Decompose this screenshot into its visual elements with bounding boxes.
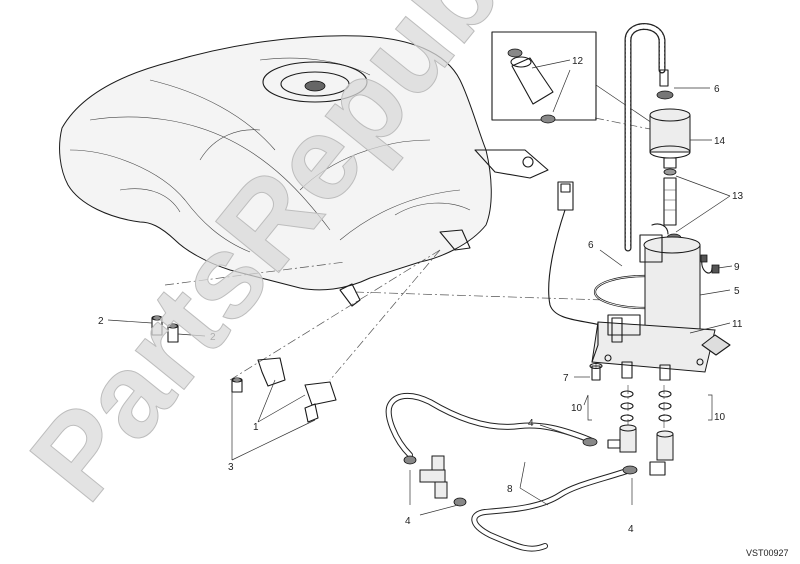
t-fitting-and-clamps bbox=[403, 437, 638, 507]
fasteners-left bbox=[151, 315, 337, 423]
o-rings-10 bbox=[620, 390, 672, 422]
watermark-text: PartsRepublik bbox=[6, 0, 608, 524]
callout-11: 11 bbox=[732, 319, 743, 330]
drawing-code: VST00927 bbox=[746, 548, 789, 558]
connector-13 bbox=[663, 168, 682, 243]
fuel-hoses bbox=[385, 392, 633, 552]
pump-fittings bbox=[607, 424, 674, 476]
screw-7 bbox=[589, 362, 603, 381]
callout-9: 9 bbox=[734, 262, 740, 273]
callout-10b: 10 bbox=[714, 412, 726, 423]
callout-6a: 6 bbox=[714, 84, 720, 95]
sensor-9 bbox=[700, 254, 720, 274]
fuel-filter bbox=[649, 90, 691, 169]
callout-8: 8 bbox=[507, 484, 513, 495]
callout-13: 13 bbox=[732, 191, 744, 202]
filter-inset bbox=[491, 31, 656, 126]
fuel-pump-assembly bbox=[591, 223, 731, 381]
fuel-tank bbox=[59, 35, 549, 307]
callout-6b: 6 bbox=[588, 240, 594, 251]
callout-5: 5 bbox=[734, 286, 740, 297]
callout-7: 7 bbox=[563, 373, 569, 384]
callout-2a: 2 bbox=[98, 316, 104, 327]
callout-4c: 4 bbox=[628, 524, 634, 535]
callout-10a: 10 bbox=[571, 403, 583, 414]
callout-4b: 4 bbox=[405, 516, 411, 527]
callout-14: 14 bbox=[714, 136, 726, 147]
callout-labels: 2 2 1 3 12 6 14 13 6 9 5 11 7 10 10 4 8 … bbox=[98, 56, 789, 558]
callout-1: 1 bbox=[253, 422, 259, 433]
breather-pipe bbox=[624, 23, 669, 252]
callout-4a: 4 bbox=[528, 418, 534, 429]
callout-3: 3 bbox=[228, 462, 234, 473]
electrical-connector bbox=[548, 181, 601, 326]
leader-lines bbox=[107, 59, 733, 516]
callout-12: 12 bbox=[572, 56, 584, 67]
callout-2b: 2 bbox=[210, 332, 216, 343]
